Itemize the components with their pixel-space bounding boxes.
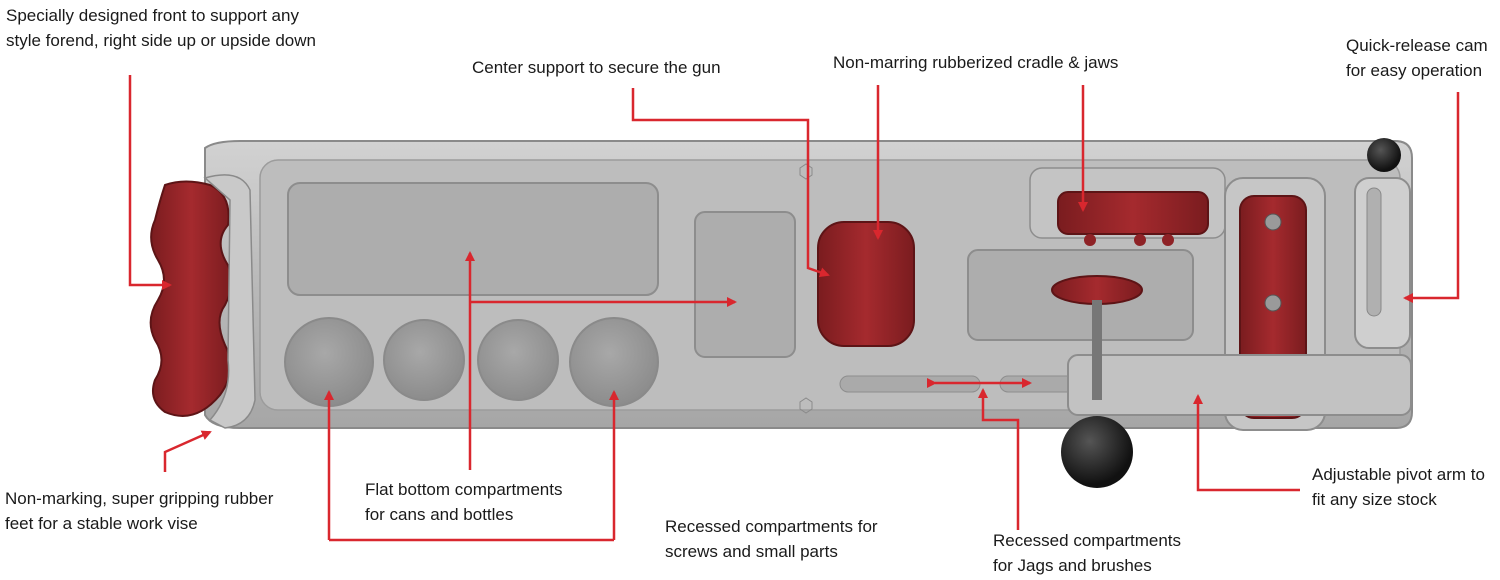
round-cups — [284, 317, 659, 407]
front-forend-support — [149, 180, 233, 417]
label-center-support: Center support to secure the gun — [472, 58, 721, 77]
label-flat-bottom: Flat bottom compartments for cans and bo… — [365, 480, 563, 524]
label-feet: Non-marking, super gripping rubber feet … — [5, 489, 274, 533]
arrow-cam — [1403, 92, 1460, 303]
label-pivot-arm: Adjustable pivot arm to fit any size sto… — [1312, 465, 1485, 509]
label-recessed-jags: Recessed compartments for Jags and brush… — [993, 531, 1182, 575]
label-recessed-screws: Recessed compartments for screws and sma… — [665, 517, 878, 561]
arrow-front — [128, 75, 172, 290]
label-cradle: Non-marring rubberized cradle & jaws — [833, 53, 1119, 72]
rubber-jaw — [1057, 191, 1209, 235]
label-cam: Quick-release cam for easy operation — [1346, 36, 1488, 80]
arrow-pivot — [1193, 394, 1300, 492]
label-front: Specially designed front to support any … — [6, 6, 316, 50]
arrow-center-support — [631, 88, 830, 278]
cam-knob — [1367, 138, 1401, 172]
flat-bottom-compartment — [287, 182, 659, 296]
pivot-arm — [1067, 354, 1412, 416]
center-support-cradle — [817, 221, 915, 347]
clamp-handle-knob — [1061, 416, 1133, 488]
arrow-jags — [978, 388, 1020, 530]
arrow-feet — [163, 430, 212, 472]
center-compartment — [694, 211, 796, 358]
